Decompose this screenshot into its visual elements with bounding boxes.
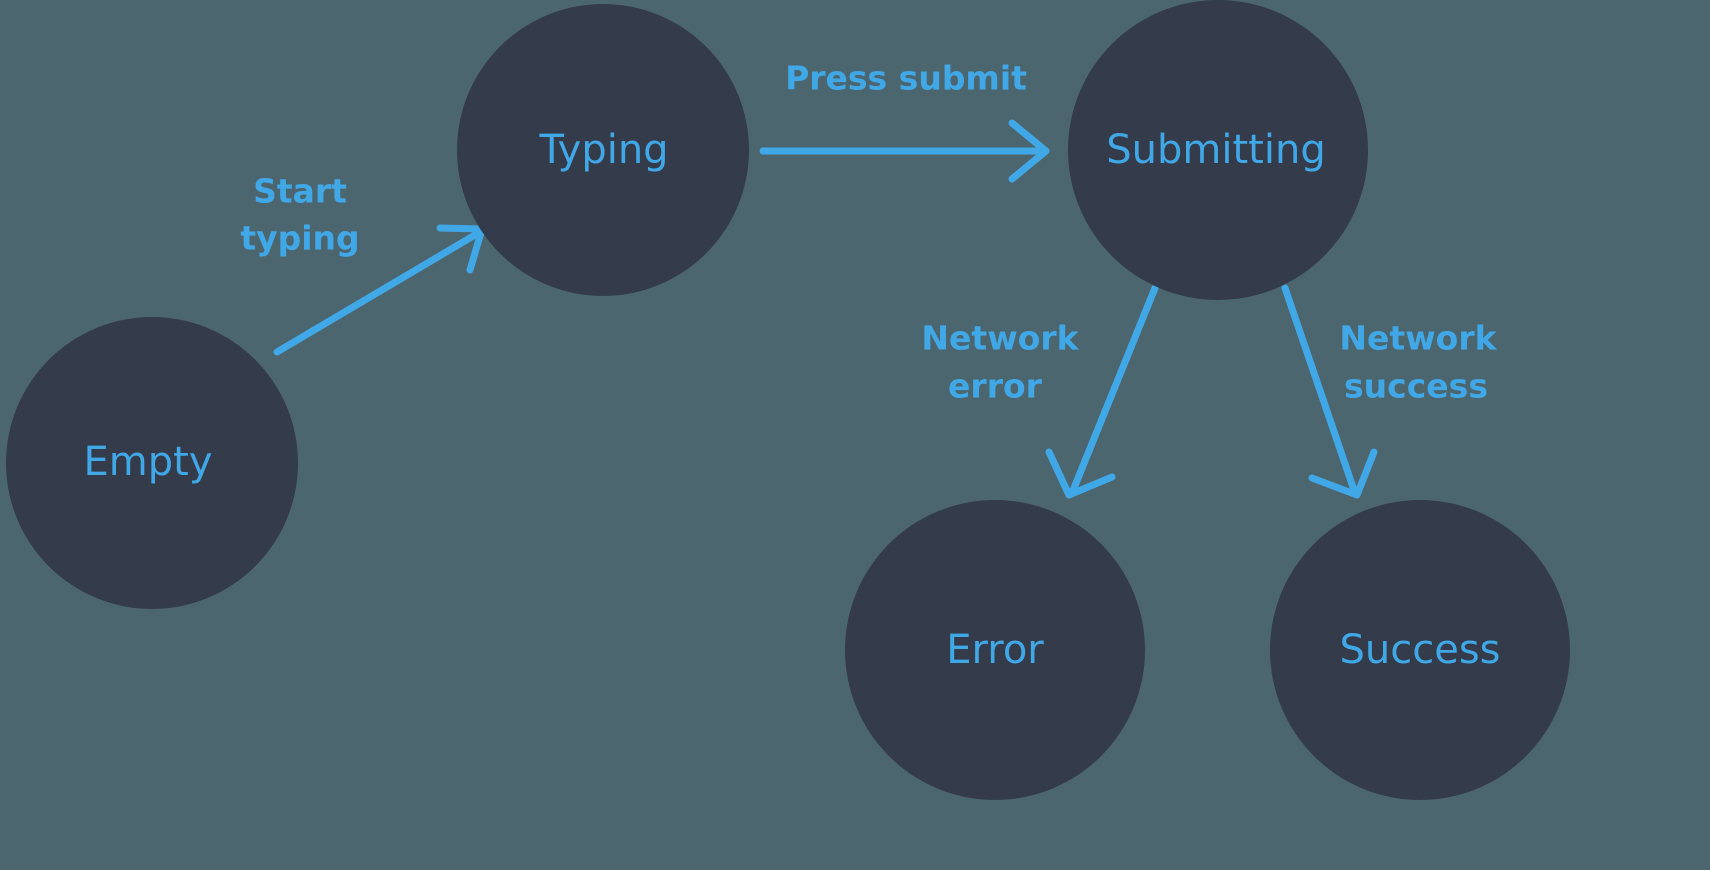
edge-network-error <box>1045 284 1159 499</box>
edge-network-success-line <box>1281 284 1359 497</box>
edge-network-success-arrowhead <box>1308 448 1378 499</box>
node-submitting[interactable]: Submitting <box>1068 0 1368 300</box>
edge-start-typing-line <box>273 228 484 356</box>
node-success[interactable]: Success <box>1270 500 1570 800</box>
node-typing-circle[interactable] <box>457 4 749 296</box>
edge-press-submit-arrowhead <box>1008 119 1050 183</box>
node-success-circle[interactable] <box>1270 500 1570 800</box>
edge-label-network-error-line2: error <box>948 367 1043 406</box>
node-empty-circle[interactable] <box>6 317 298 609</box>
node-error[interactable]: Error <box>845 500 1145 800</box>
node-typing[interactable]: Typing <box>457 4 749 296</box>
node-success-label: Success <box>1339 627 1500 673</box>
edge-label-start-typing: Start typing <box>240 172 359 258</box>
edge-label-press-submit: Press submit <box>785 59 1027 98</box>
edge-label-network-success-line1: Network <box>1339 319 1497 358</box>
node-typing-label: Typing <box>538 127 668 173</box>
edge-label-start-typing-line1: Start <box>253 172 347 211</box>
edge-label-network-success-line2: success <box>1344 367 1488 406</box>
node-error-circle[interactable] <box>845 500 1145 800</box>
node-submitting-circle[interactable] <box>1068 0 1368 300</box>
node-error-label: Error <box>946 627 1044 673</box>
edge-network-error-arrowhead <box>1045 448 1116 499</box>
edge-label-network-error: Network error <box>921 319 1079 406</box>
edge-label-press-submit-line1: Press submit <box>785 59 1027 98</box>
edge-label-start-typing-line2: typing <box>240 219 359 258</box>
edge-label-network-error-line1: Network <box>921 319 1079 358</box>
node-submitting-label: Submitting <box>1106 127 1325 173</box>
node-empty[interactable]: Empty <box>6 317 298 609</box>
edge-network-error-line <box>1068 284 1159 497</box>
edge-network-success <box>1281 284 1378 499</box>
edge-label-network-success: Network success <box>1339 319 1497 406</box>
node-empty-label: Empty <box>84 439 213 485</box>
edge-press-submit <box>759 119 1050 183</box>
